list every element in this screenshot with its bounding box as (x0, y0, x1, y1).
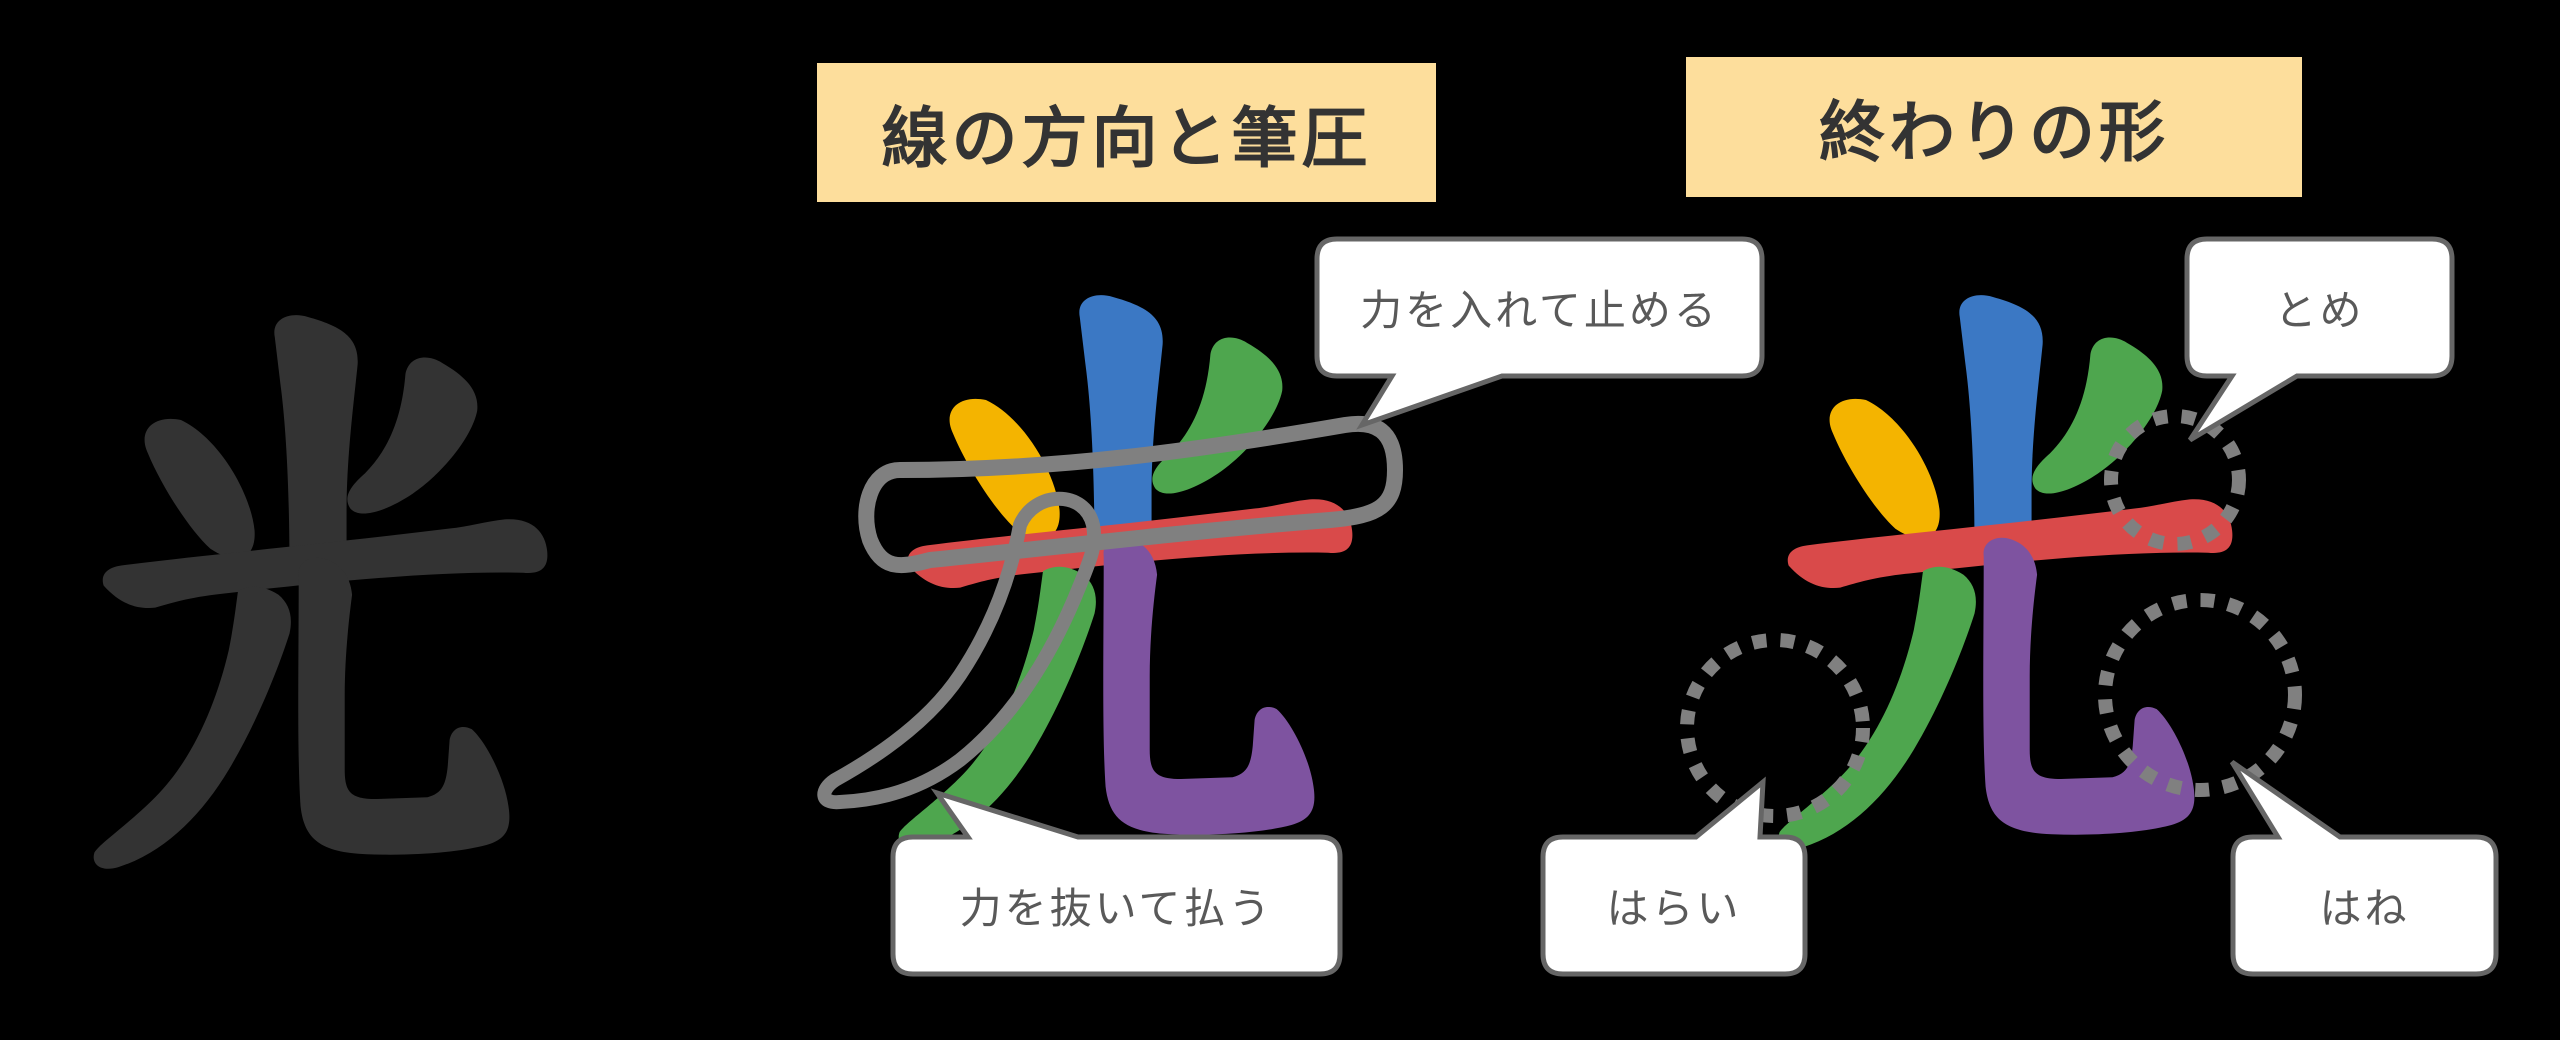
harai-dotted-circle (1680, 633, 1870, 823)
kanji-plain (93, 315, 548, 869)
callout-release-and-sweep-text: 力を抜いて払う (959, 884, 1274, 933)
callout-press-and-stop-bubble (1314, 236, 1765, 430)
callout-press-and-stop-text: 力を入れて止める (1360, 286, 1719, 335)
callout-tome-bubble (2184, 236, 2455, 443)
callout-hane: はね (2233, 837, 2496, 974)
callout-harai: はらい (1543, 837, 1805, 974)
kanji-colored-direction (898, 295, 1353, 849)
heading-stroke-direction: 線の方向と筆圧 (817, 63, 1436, 202)
callout-release-and-sweep-bubble (890, 788, 1343, 977)
callout-tome: とめ (2187, 239, 2452, 376)
callout-harai-bubble (1540, 776, 1808, 977)
callout-press-and-stop: 力を入れて止める (1317, 239, 1762, 376)
kanji-colored-endings (1778, 295, 2233, 849)
hane-dotted-circle (2098, 593, 2302, 797)
callout-hane-bubble (2229, 759, 2499, 977)
callout-tome-text: とめ (2274, 286, 2365, 335)
callout-hane-text: はね (2319, 884, 2410, 933)
horizontal-stroke-outline (858, 415, 1404, 574)
callout-harai-text: はらい (1606, 884, 1742, 933)
tome-dotted-circle (2104, 409, 2246, 551)
left-sweep-outline (817, 491, 1102, 810)
heading-stroke-ending: 終わりの形 (1686, 57, 2302, 197)
heading-stroke-direction-text: 線の方向と筆圧 (881, 99, 1372, 177)
heading-stroke-ending-text: 終わりの形 (1819, 94, 2169, 171)
callout-release-and-sweep: 力を抜いて払う (893, 837, 1340, 974)
